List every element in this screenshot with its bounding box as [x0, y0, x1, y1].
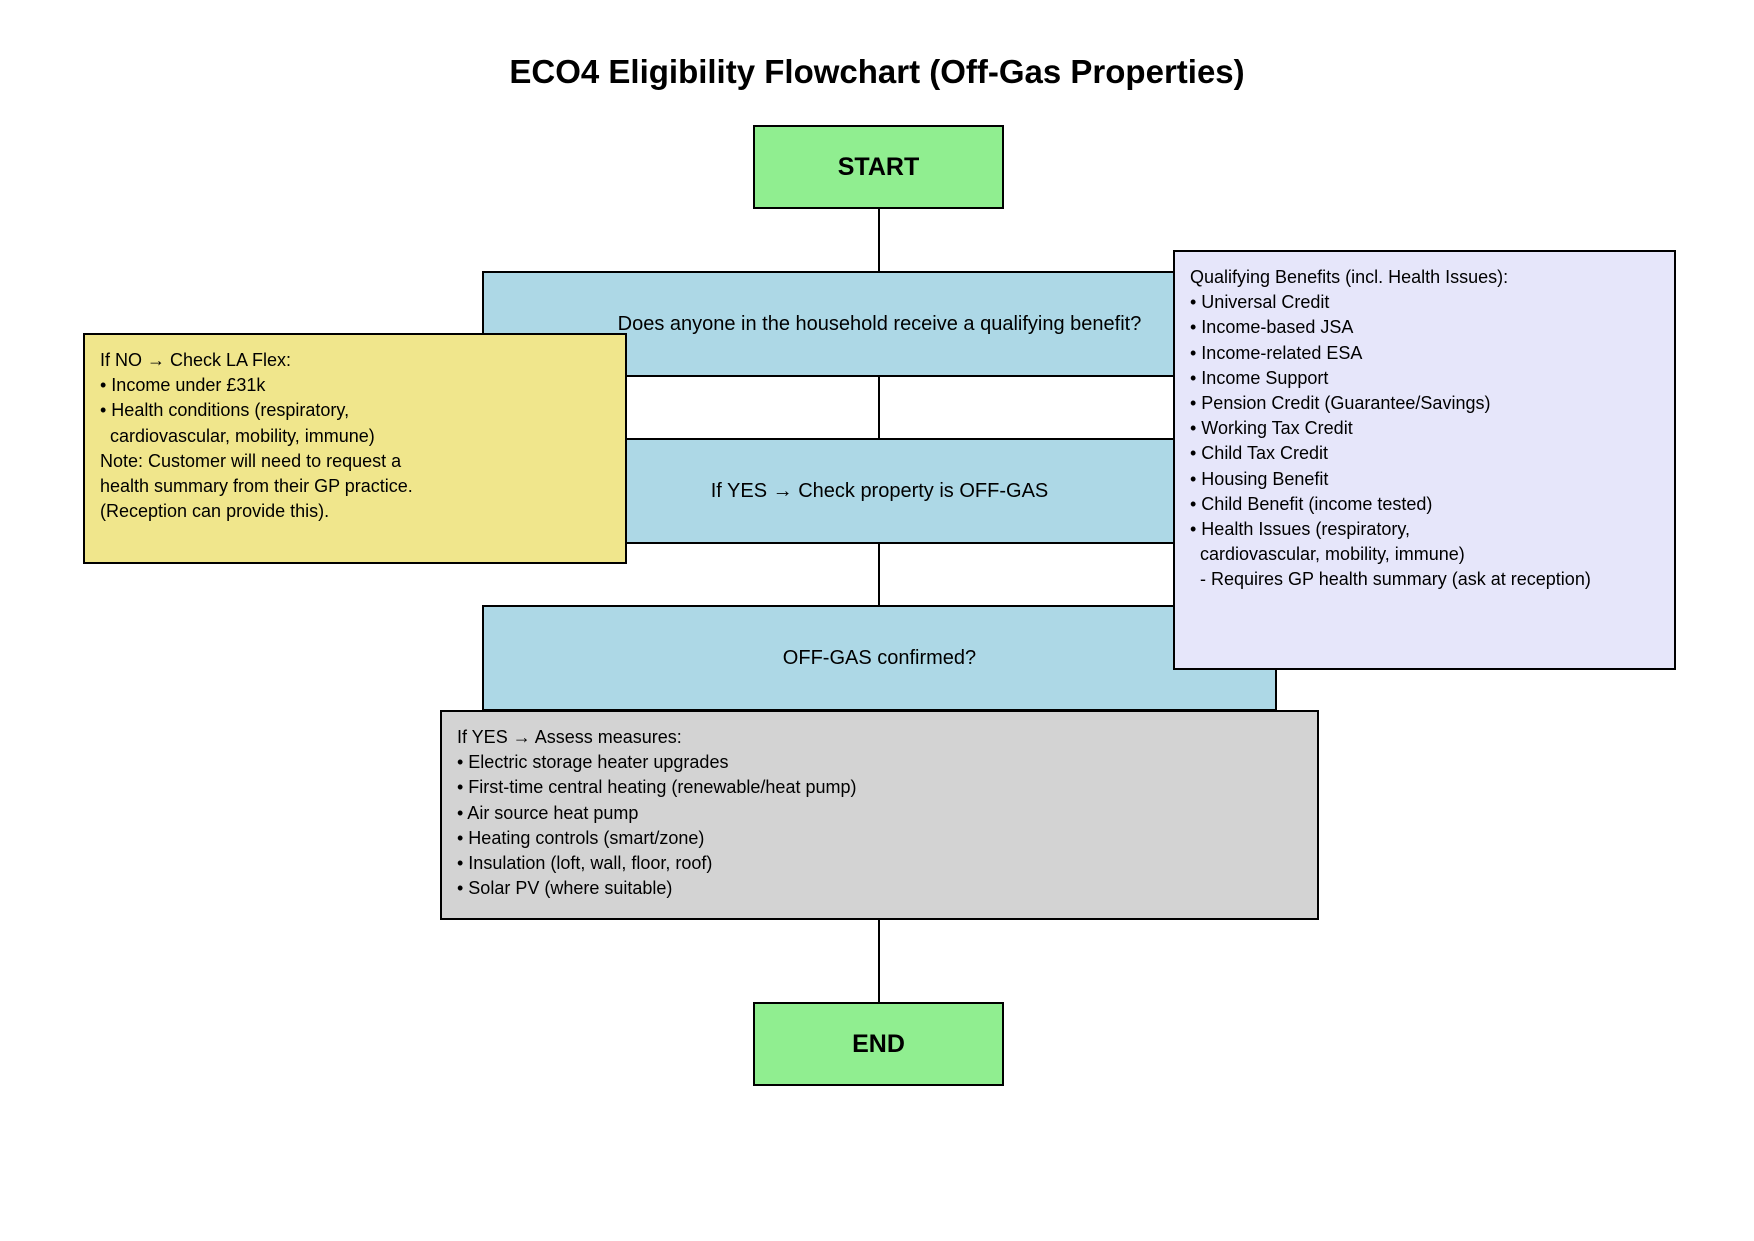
connector-measures-to-end: [878, 918, 880, 1003]
start-node: START: [753, 125, 1004, 209]
offgas-confirmed-node: OFF-GAS confirmed?: [482, 605, 1277, 711]
measures-line: • First-time central heating (renewable/…: [457, 777, 857, 798]
measures-line: • Heating controls (smart/zone): [457, 827, 705, 848]
benefits-line: • Health Issues (respiratory,: [1190, 519, 1411, 540]
measures-line: If YES → Assess measures:: [457, 727, 682, 747]
benefits-line: • Housing Benefit: [1190, 468, 1329, 489]
la-flex-line: • Health conditions (respiratory,: [100, 400, 350, 421]
measures-line: • Solar PV (where suitable): [457, 878, 673, 899]
assess-measures-note: If YES → Assess measures: • Electric sto…: [440, 710, 1319, 920]
benefits-line: • Working Tax Credit: [1190, 418, 1353, 439]
offgas-confirmed-label: OFF-GAS confirmed?: [782, 646, 977, 669]
benefits-line: • Universal Credit: [1190, 292, 1330, 313]
end-node: END: [753, 1002, 1004, 1086]
benefits-line: cardiovascular, mobility, immune): [1190, 544, 1465, 565]
benefit-question-label: Does anyone in the household receive a q…: [617, 312, 1142, 335]
benefits-line: • Pension Credit (Guarantee/Savings): [1190, 393, 1491, 414]
end-label: END: [852, 1029, 905, 1058]
la-flex-line: • Income under £31k: [100, 375, 266, 396]
measures-line: • Insulation (loft, wall, floor, roof): [457, 853, 713, 874]
qualifying-benefits-note: Qualifying Benefits (incl. Health Issues…: [1173, 250, 1676, 670]
connector-start-to-question: [878, 208, 880, 273]
la-flex-line: Note: Customer will need to request a: [100, 450, 402, 471]
offgas-check-label: If YES → Check property is OFF-GAS: [710, 479, 1049, 502]
benefits-line: • Child Tax Credit: [1190, 443, 1329, 464]
benefits-line: • Child Benefit (income tested): [1190, 493, 1433, 514]
benefits-line: Qualifying Benefits (incl. Health Issues…: [1190, 267, 1509, 287]
la-flex-line: cardiovascular, mobility, immune): [100, 425, 375, 446]
connector-offgas-check-to-confirmed: [878, 542, 880, 607]
benefits-line: • Income-related ESA: [1190, 342, 1363, 363]
benefits-line: • Income Support: [1190, 367, 1329, 388]
la-flex-note: If NO → Check LA Flex: • Income under £3…: [83, 333, 627, 564]
measures-line: • Air source heat pump: [457, 802, 639, 823]
la-flex-line: If NO → Check LA Flex:: [100, 350, 292, 370]
benefits-line: - Requires GP health summary (ask at rec…: [1190, 569, 1591, 590]
la-flex-line: health summary from their GP practice.: [100, 476, 413, 497]
benefits-line: • Income-based JSA: [1190, 317, 1354, 338]
la-flex-line: (Reception can provide this).: [100, 501, 330, 522]
page-title: ECO4 Eligibility Flowchart (Off-Gas Prop…: [509, 53, 1245, 90]
measures-line: • Electric storage heater upgrades: [457, 752, 729, 773]
start-label: START: [837, 152, 920, 181]
connector-question-to-offgas-check: [878, 375, 880, 440]
